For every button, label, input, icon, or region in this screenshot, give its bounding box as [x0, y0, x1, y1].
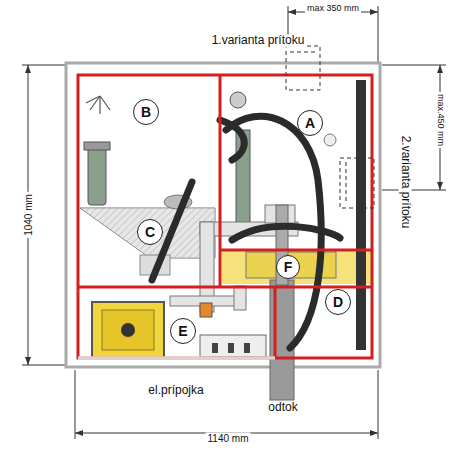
zone-letter: F: [284, 260, 293, 274]
zone-circle: E: [170, 318, 196, 344]
zone-letter: C: [145, 225, 155, 239]
drain-label: odtok: [266, 401, 299, 414]
zone-circle: F: [276, 255, 300, 279]
dimension-label: 1140 mm: [206, 433, 251, 444]
inflow-label: 2.varianta prítoku: [398, 134, 411, 231]
zone-circle: A: [297, 110, 323, 136]
zone-circle: B: [133, 99, 159, 125]
connection-label: el.prípojka: [146, 384, 205, 397]
zone-circle: D: [325, 289, 351, 315]
zone-letter: A: [305, 116, 315, 130]
dimension-label: max.450 mm: [435, 92, 445, 148]
zone-letter: B: [141, 105, 151, 119]
zone-circle: C: [137, 219, 163, 245]
zone-letter: E: [178, 324, 187, 338]
dimension-label: max 350 mm: [305, 4, 361, 14]
dimension-label: 1040 mm: [23, 192, 34, 238]
zone-letter: D: [333, 295, 343, 309]
inflow-label: 1.varianta prítoku: [210, 34, 307, 47]
